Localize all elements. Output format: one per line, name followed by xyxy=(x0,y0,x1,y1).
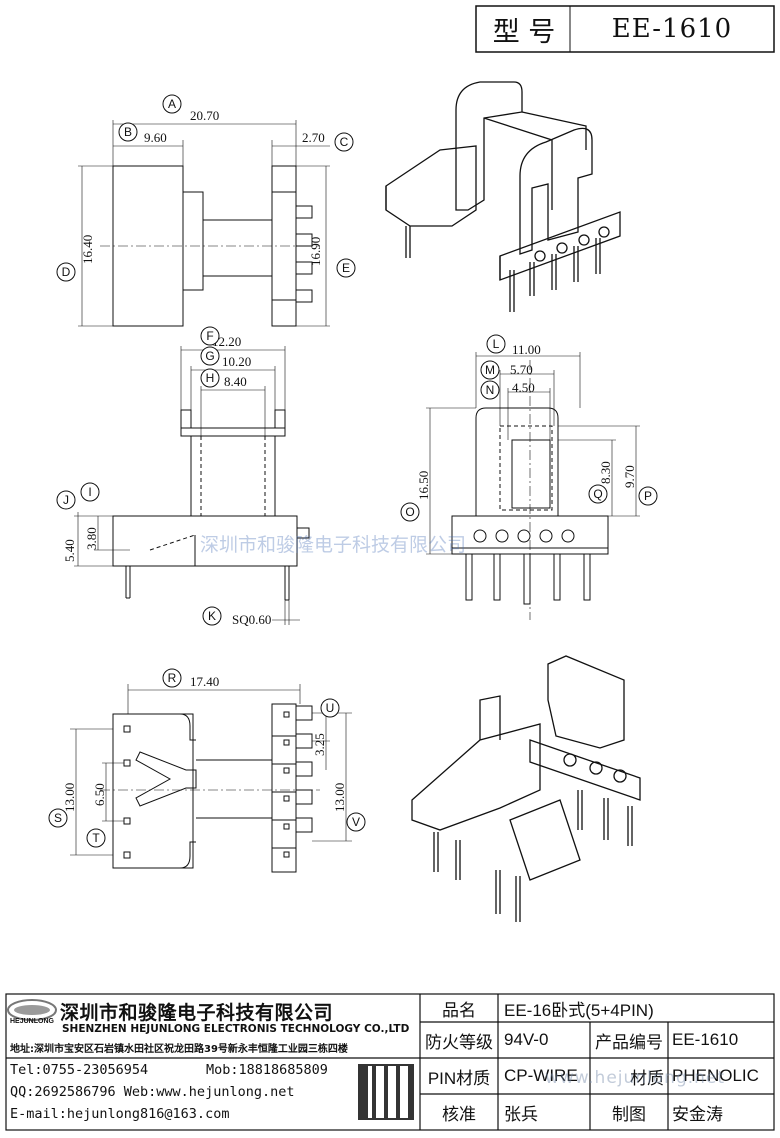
company-email: E-mail:hejunlong816@163.com xyxy=(10,1106,230,1122)
svg-text:K: K xyxy=(208,609,216,623)
dim-E-value: 16.90 xyxy=(308,237,323,266)
fire-rating-value: 94V-0 xyxy=(504,1030,549,1049)
dim-D-value: 16.40 xyxy=(80,235,95,264)
svg-text:V: V xyxy=(352,815,360,829)
company-tel: Tel:0755-23056954 xyxy=(10,1062,149,1078)
company-name-en: SHENZHEN HEJUNLONG ELECTRONIS TECHNOLOGY… xyxy=(62,1023,410,1035)
dim-A-value: 20.70 xyxy=(190,108,219,123)
dim-M-value: 5.70 xyxy=(510,362,533,377)
svg-text:R: R xyxy=(168,671,177,685)
model-label: 型 号 xyxy=(492,16,556,48)
product-code-value: EE-1610 xyxy=(672,1030,739,1049)
reviewer-value: 张兵 xyxy=(504,1104,538,1124)
product-name-value: EE-16卧式(5+4PIN) xyxy=(504,1000,654,1020)
svg-text:L: L xyxy=(493,337,500,351)
logo-text: HEJUNLONG xyxy=(10,1018,54,1025)
svg-text:Q: Q xyxy=(593,487,602,501)
dim-L-value: 11.00 xyxy=(512,342,541,357)
model-value: EE-1610 xyxy=(611,14,733,44)
svg-text:N: N xyxy=(486,383,495,397)
dim-B-value: 9.60 xyxy=(144,130,167,145)
watermark-center: 深圳市和骏隆电子科技有限公司 xyxy=(200,534,467,556)
header-box xyxy=(475,5,775,53)
dim-K-value: SQ0.60 xyxy=(232,612,271,627)
dim-R-value: 17.40 xyxy=(190,674,219,689)
company-mob: Mob:18818685809 xyxy=(206,1062,328,1078)
reviewer-label: 核准 xyxy=(442,1104,476,1124)
company-name-cn: 深圳市和骏隆电子科技有限公司 xyxy=(60,1002,334,1024)
svg-text:B: B xyxy=(124,125,132,139)
dim-T-value: 6.50 xyxy=(92,783,107,806)
dim-N-value: 4.50 xyxy=(512,380,535,395)
dim-I-value: 3.80 xyxy=(84,527,99,550)
material-value: PHENOLIC xyxy=(672,1066,759,1085)
title-block xyxy=(5,993,775,1131)
svg-text:I: I xyxy=(88,485,91,499)
dim-J-value: 5.40 xyxy=(62,539,77,562)
watermark-footer: www.hejunlong.net xyxy=(545,1068,726,1088)
view-side-top xyxy=(78,120,330,327)
dim-V-value: 13.00 xyxy=(332,783,347,812)
view-3d-top xyxy=(385,81,621,312)
product-name-label: 品名 xyxy=(442,1000,476,1020)
svg-text:A: A xyxy=(168,97,176,111)
svg-text:G: G xyxy=(205,349,214,363)
view-bottom xyxy=(70,684,352,873)
dim-C-value: 2.70 xyxy=(302,130,325,145)
dim-H-value: 8.40 xyxy=(224,374,247,389)
svg-text:F: F xyxy=(206,329,213,343)
dim-Q-value: 8.30 xyxy=(598,461,613,484)
svg-text:T: T xyxy=(92,831,100,845)
dim-G-value: 10.20 xyxy=(222,354,251,369)
svg-text:D: D xyxy=(62,265,71,279)
svg-text:J: J xyxy=(63,493,69,507)
company-logo xyxy=(7,999,57,1021)
company-address: 地址:深圳市宝安区石岩镇水田社区祝龙田路39号新永丰恒隆工业园三栋四楼 xyxy=(10,1044,348,1055)
product-code-label: 产品编号 xyxy=(595,1032,663,1052)
view-3d-bottom xyxy=(411,655,641,922)
dim-O-value: 16.50 xyxy=(416,471,431,500)
svg-text:E: E xyxy=(342,261,350,275)
svg-text:U: U xyxy=(326,701,335,715)
svg-text:H: H xyxy=(206,371,215,385)
dim-P-value: 9.70 xyxy=(622,465,637,488)
material-label: 材质 xyxy=(630,1068,664,1088)
view-end-right xyxy=(426,352,640,620)
svg-text:C: C xyxy=(340,135,349,149)
fire-rating-label: 防火等级 xyxy=(425,1032,493,1052)
pin-material-value: CP-WIRE xyxy=(504,1066,578,1085)
drafter-value: 安金涛 xyxy=(672,1104,723,1124)
pin-material-label: PIN材质 xyxy=(427,1068,491,1088)
svg-text:P: P xyxy=(644,489,652,503)
svg-text:O: O xyxy=(405,505,414,519)
svg-text:S: S xyxy=(54,811,62,825)
svg-text:M: M xyxy=(485,363,495,377)
drafter-label: 制图 xyxy=(612,1104,646,1124)
company-qq-web: QQ:2692586796 Web:www.hejunlong.net xyxy=(10,1084,295,1100)
dim-U-value: 3.25 xyxy=(312,733,327,756)
view-front-left xyxy=(74,346,310,625)
dim-S-value: 13.00 xyxy=(62,783,77,812)
qr-code xyxy=(358,1064,414,1120)
